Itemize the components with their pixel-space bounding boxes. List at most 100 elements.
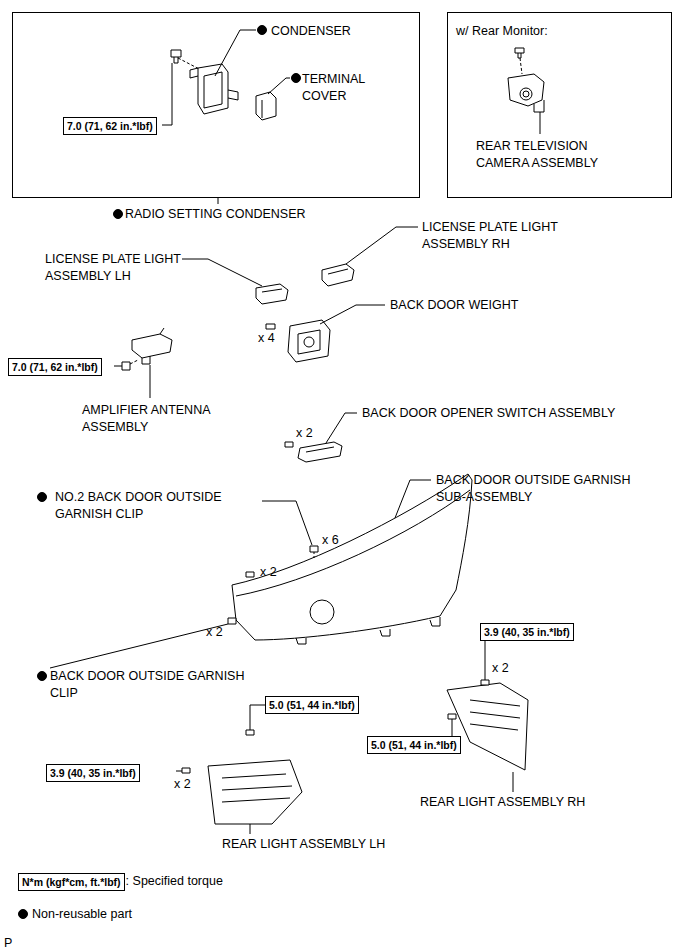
part-label: LICENSE PLATE LIGHT ASSEMBLY LH: [45, 251, 195, 285]
leader-line: [114, 366, 122, 367]
dashed-line: [314, 552, 315, 560]
leader-line: [268, 78, 290, 94]
leader-line: [218, 198, 219, 204]
leader-line: [150, 365, 151, 398]
back-door-opener-switch: [298, 442, 342, 462]
screw: [518, 53, 521, 58]
back-door-weight: [288, 320, 330, 362]
part-name: TERMINAL COVER: [302, 71, 394, 105]
leader-line: [513, 772, 514, 792]
back-door-weight: [288, 320, 330, 362]
non-reusable-mark: [38, 672, 47, 681]
clip: [228, 618, 236, 624]
screw: [515, 48, 524, 58]
leader-line: [262, 501, 312, 545]
leader-line: [250, 824, 251, 834]
non-reusable-mark: [114, 210, 123, 219]
terminal-cover: [262, 100, 263, 118]
quantity-label: x 2: [492, 660, 509, 677]
part-label: AMPLIFIER ANTENNA ASSEMBLY: [82, 402, 227, 436]
leader-line: [540, 112, 541, 134]
rear-television-camera: [508, 74, 544, 112]
screw: [182, 768, 190, 773]
condenser: [190, 64, 238, 114]
rear-light-rh: [470, 700, 520, 730]
rear-television-camera: [520, 88, 532, 100]
torque-value: 3.9 (40, 35 in.*lbf): [50, 766, 136, 780]
leader-line: [50, 624, 228, 668]
back-door-outside-garnish: [380, 629, 390, 636]
inset-box: CONDENSER TERMINAL COVER 7.0 (71, 62 in.*l…: [12, 12, 420, 198]
license-plate-light-rh: [322, 264, 354, 286]
license-plate-light-lh: [262, 289, 282, 292]
part-label: REAR LIGHT ASSEMBLY LH: [222, 836, 385, 853]
rear-television-camera: [508, 74, 544, 106]
amplifier-antenna: [132, 334, 172, 358]
condenser: [228, 90, 238, 100]
clip: [228, 618, 236, 624]
license-plate-light-lh: [256, 284, 288, 304]
rear-light-rh: [447, 683, 528, 770]
amplifier-antenna: [160, 328, 164, 334]
torque-box: 3.9 (40, 35 in.*lbf): [46, 764, 140, 782]
condenser: [204, 72, 222, 108]
legend-text: Non-reusable part: [32, 906, 132, 923]
terminal-cover: [256, 92, 276, 120]
screw: [246, 572, 254, 577]
part-label: NO.2 BACK DOOR OUTSIDE GARNISH CLIP: [55, 489, 255, 523]
screw: [448, 680, 489, 719]
torque-box: 7.0 (71, 62 in.*lbf): [8, 358, 102, 376]
screw: [182, 730, 254, 773]
amplifier-antenna: [142, 356, 150, 364]
torque-value: 7.0 (71, 62 in.*lbf): [12, 360, 98, 374]
rear-light-lh: [208, 760, 302, 824]
back-door-opener-switch: [298, 442, 342, 462]
part-label: P: [4, 935, 12, 952]
leader-line: [452, 719, 453, 736]
quantity-label: x 2: [296, 425, 313, 442]
screw: [266, 324, 275, 329]
torque-box: 5.0 (51, 44 in.*lbf): [265, 696, 359, 714]
rear-light-rh: [447, 683, 528, 770]
leader-line: [485, 641, 486, 680]
rear-light-lh: [222, 774, 292, 802]
non-reusable-mark: [292, 74, 301, 83]
license-plate-light-rh: [328, 269, 348, 274]
quantity-label: x 2: [174, 776, 191, 793]
rear-television-camera: [523, 91, 529, 97]
quantity-label: x 4: [258, 330, 275, 347]
leader-line: [176, 771, 182, 772]
back-door-outside-garnish: [296, 638, 306, 644]
screw: [266, 324, 275, 329]
torque-box: 5.0 (51, 44 in.*lbf): [367, 736, 461, 754]
torque-value: 3.9 (40, 35 in.*lbf): [484, 625, 570, 639]
screw: [481, 680, 489, 685]
quantity-label: x 2: [260, 564, 277, 581]
part-label: BACK DOOR OPENER SWITCH ASSEMBLY: [362, 405, 615, 422]
leader-line: [326, 413, 357, 443]
torque-value: 5.0 (51, 44 in.*lbf): [269, 698, 355, 712]
part-name: CONDENSER: [271, 23, 351, 40]
quantity-label: x 6: [322, 532, 339, 549]
bolt: [171, 50, 181, 57]
inset-box: w/ Rear Monitor:REAR TELEVISION CAMERA A…: [447, 12, 672, 198]
legend-text: : Specified torque: [126, 873, 223, 890]
back-door-opener-switch: [306, 447, 334, 452]
license-plate-light-rh: [322, 264, 354, 286]
legend-sample-box: N*m (kgf*cm, ft.*lbf): [18, 873, 125, 891]
screw: [246, 572, 254, 577]
torque-value: 7.0 (71, 62 in.*lbf): [67, 119, 153, 133]
leader-line: [395, 480, 431, 518]
part-name: REAR TELEVISION CAMERA ASSEMBLY: [476, 138, 621, 172]
back-door-weight: [298, 330, 320, 354]
bolt: [171, 50, 181, 63]
leader-line: [182, 259, 262, 286]
screw: [515, 48, 524, 53]
condenser: [190, 68, 198, 78]
bolt: [122, 362, 130, 370]
leader-line: [346, 227, 418, 264]
back-door-weight: [304, 337, 314, 347]
part-label: LICENSE PLATE LIGHT ASSEMBLY RH: [422, 219, 572, 253]
torque-value: N*m (kgf*cm, ft.*lbf): [22, 875, 121, 889]
quantity-label: x 2: [206, 624, 223, 641]
